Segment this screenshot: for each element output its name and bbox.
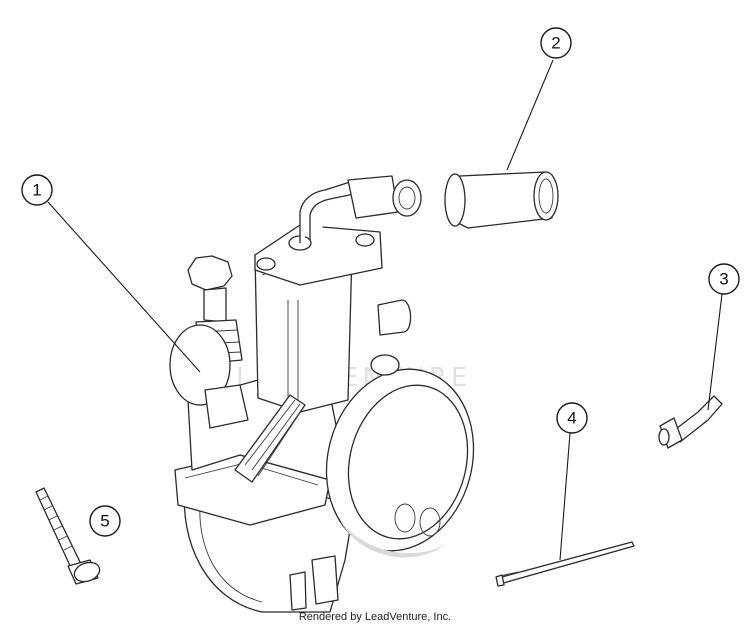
callout-3-label: 3 <box>719 270 728 289</box>
callout-5-label: 5 <box>100 512 109 531</box>
leader-lines <box>47 59 723 561</box>
part-5-screw[interactable] <box>35 487 102 585</box>
part-4-needle[interactable] <box>495 541 635 587</box>
leader-4 <box>559 432 571 561</box>
leader-1 <box>47 201 201 373</box>
callout-1[interactable]: 1 <box>21 174 53 206</box>
callout-1-label: 1 <box>32 181 41 200</box>
leader-3 <box>707 293 723 411</box>
callout-4[interactable]: 4 <box>556 402 588 434</box>
callout-2[interactable]: 2 <box>540 27 572 59</box>
part-2-sleeve[interactable] <box>444 171 559 229</box>
callout-4-label: 4 <box>567 409 576 428</box>
part-1-carburetor[interactable] <box>169 175 493 613</box>
callout-5[interactable]: 5 <box>89 505 121 537</box>
leader-2 <box>506 59 554 171</box>
part-3-jet[interactable] <box>658 395 723 449</box>
footer-credit: Rendered by LeadVenture, Inc. <box>298 611 452 623</box>
callout-3[interactable]: 3 <box>708 263 740 295</box>
callout-2-label: 2 <box>551 34 560 53</box>
